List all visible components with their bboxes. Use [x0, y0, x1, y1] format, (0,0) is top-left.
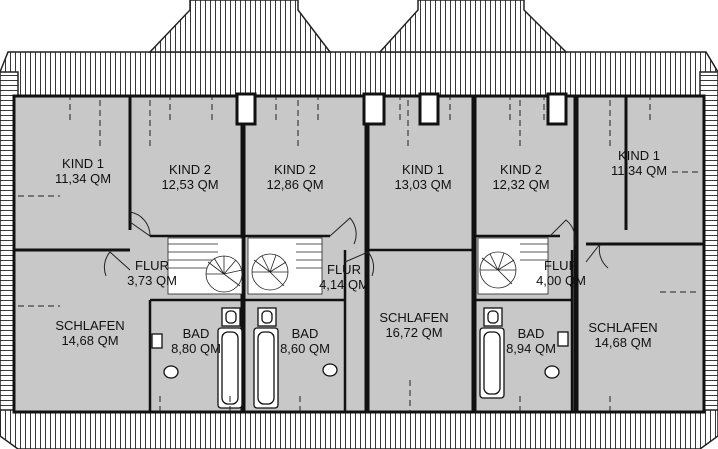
room-name: KIND 1 — [618, 148, 660, 163]
toilet — [544, 331, 569, 379]
room-area: 8,60 QM — [280, 341, 330, 356]
room-name: KIND 1 — [402, 162, 444, 177]
basin — [483, 307, 503, 327]
room-name: KIND 1 — [62, 156, 104, 171]
room-area: 13,03 QM — [394, 177, 452, 192]
walls — [14, 96, 704, 412]
room-area: 12,32 QM — [492, 177, 550, 192]
room-name: SCHLAFEN — [588, 320, 658, 335]
room-name: SCHLAFEN — [55, 318, 125, 333]
bathtub — [253, 327, 279, 409]
roof-slope-lines — [18, 96, 700, 412]
bathtubs — [151, 307, 569, 409]
room-area: 12,86 QM — [266, 177, 324, 192]
door-swings — [103, 211, 609, 277]
basin — [257, 307, 277, 327]
staircase — [477, 237, 549, 295]
room-area: 12,53 QM — [161, 177, 219, 192]
room-name: KIND 2 — [274, 162, 316, 177]
staircase — [167, 237, 243, 295]
room-area: 8,94 QM — [506, 341, 556, 356]
room-area: 16,72 QM — [385, 325, 443, 340]
floor — [12, 94, 706, 414]
room-name: SCHLAFEN — [379, 310, 449, 325]
room-area: 8,80 QM — [171, 341, 221, 356]
bathtub — [479, 327, 505, 399]
dormer-roof-left — [148, 0, 332, 53]
room-area: 11,34 QM — [54, 171, 112, 186]
room-area: 3,73 QM — [127, 273, 177, 288]
room-name: FLUR — [327, 262, 361, 277]
toilet — [322, 363, 338, 377]
staircases — [167, 237, 549, 295]
dormer-roof-right — [378, 0, 568, 53]
toilet — [151, 333, 179, 379]
room-name: KIND 2 — [500, 162, 542, 177]
room-name: FLUR — [544, 258, 578, 273]
room-name: BAD — [517, 326, 545, 341]
dormer-openings — [235, 92, 568, 126]
room-area: 11,34 QM — [610, 163, 668, 178]
room-name: BAD — [182, 326, 210, 341]
staircase — [247, 237, 323, 295]
roof-top — [0, 51, 718, 99]
bathtub — [217, 327, 243, 409]
room-name: KIND 2 — [169, 162, 211, 177]
room-name: BAD — [291, 326, 319, 341]
roof-bottom — [0, 409, 718, 449]
room-area: 14,68 QM — [61, 333, 119, 348]
room-area: 14,68 QM — [594, 335, 652, 350]
room-area: 4,14 QM — [319, 277, 369, 292]
room-area: 4,00 QM — [536, 273, 586, 288]
room-name: FLUR — [135, 258, 169, 273]
basin — [221, 307, 241, 327]
